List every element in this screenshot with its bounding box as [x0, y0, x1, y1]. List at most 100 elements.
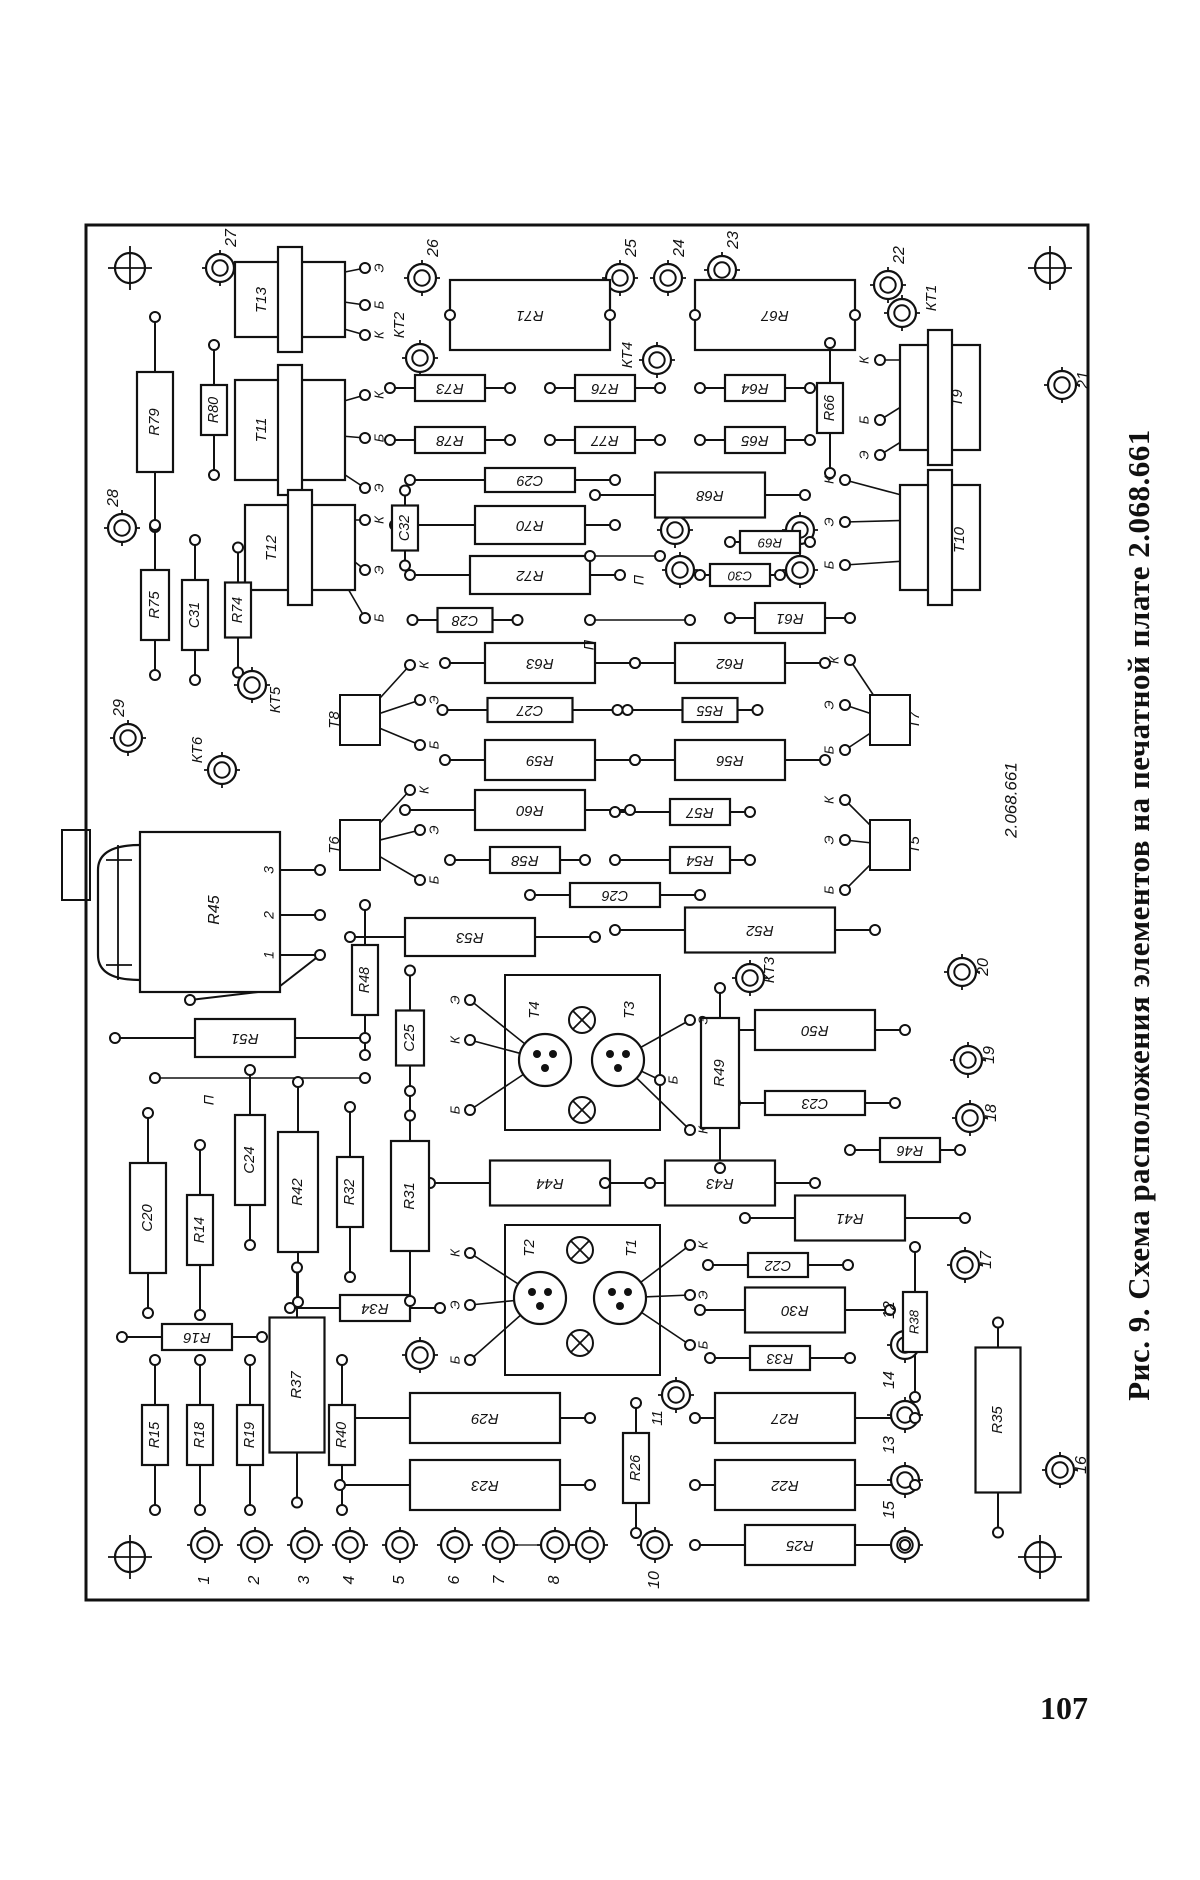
transistor-label: Т5 — [906, 836, 923, 854]
resistor-body — [139, 568, 171, 642]
solder-pad — [614, 569, 626, 581]
pin-number: 10 — [646, 1571, 663, 1589]
resistor-label: R38 — [906, 1309, 921, 1334]
solder-pad — [839, 884, 851, 896]
transistor-label: Т11 — [253, 418, 270, 443]
screw-hole — [568, 1006, 596, 1034]
transistor-label: Т8 — [326, 711, 343, 729]
lead-label: К — [371, 390, 386, 399]
resistor-body — [185, 1193, 215, 1267]
resistor-label: R44 — [536, 1175, 564, 1192]
resistor-body — [753, 601, 827, 635]
lead-label: Б — [856, 415, 871, 424]
terminal-pin-inner — [546, 1536, 564, 1554]
solder-pad — [629, 754, 641, 766]
solder-pad — [244, 1064, 256, 1076]
solder-pad — [874, 414, 886, 426]
resistor-label: R18 — [192, 1422, 208, 1448]
solder-pad — [404, 659, 416, 671]
transistor-label: Т4 — [526, 1001, 543, 1019]
terminal-pin-inner — [648, 351, 666, 369]
solder-pad — [208, 339, 220, 351]
resistor-label: R55 — [696, 702, 723, 718]
lead-label: К — [821, 475, 836, 484]
transistor-can — [512, 1270, 568, 1326]
pin-number: 1 — [196, 1576, 213, 1585]
resistor-body — [488, 1159, 612, 1207]
terminal-pin-inner — [581, 1536, 599, 1554]
solder-pad — [194, 1504, 206, 1516]
solder-pad — [344, 1101, 356, 1113]
pin-number: 15 — [881, 1501, 898, 1519]
trace-line — [572, 1100, 592, 1120]
capacitor-label: C28 — [452, 612, 478, 628]
transistor-lead — [606, 1050, 614, 1058]
capacitor-body — [486, 696, 574, 724]
terminal-pin-inner — [196, 1536, 214, 1554]
lead-label: Э — [447, 1300, 462, 1309]
terminal-pin-inner — [666, 521, 684, 539]
solder-pad — [714, 1162, 726, 1174]
terminal-pin-inner — [956, 1256, 974, 1274]
resistor-body — [408, 1391, 562, 1445]
solder-pad — [524, 889, 536, 901]
resistor-label: R27 — [771, 1410, 799, 1427]
resistor-label: R80 — [206, 397, 222, 423]
solder-pad — [611, 704, 624, 716]
resistor-body — [573, 373, 637, 403]
resistor-label: R29 — [471, 1410, 499, 1427]
terminal-pin-inner — [213, 761, 231, 779]
pin-number: 29 — [111, 699, 128, 718]
solder-pad — [954, 1144, 966, 1156]
solder-pad — [684, 1014, 696, 1026]
solder-pad — [149, 669, 161, 681]
solder-pad — [109, 1032, 121, 1044]
resistor-body — [753, 1008, 877, 1052]
capacitor-label: C30 — [727, 569, 752, 584]
resistor-body — [140, 1403, 170, 1467]
terminal-pin-inner — [1051, 1461, 1069, 1479]
lead-label: К — [826, 655, 841, 664]
transistor-lead — [544, 1288, 552, 1296]
control-point-label: КТ1 — [923, 285, 940, 311]
transistor-label: Т12 — [263, 534, 280, 561]
solder-pad — [464, 1034, 476, 1046]
solder-pad — [899, 1024, 911, 1036]
resistor-label: R46 — [897, 1142, 923, 1158]
resistor-body — [683, 906, 837, 954]
jumper-label: П — [201, 1094, 217, 1105]
solder-pad — [842, 1259, 854, 1271]
figure-caption: Рис. 9. Схема расположения элементов на … — [1121, 429, 1156, 1401]
resistor-label: R57 — [686, 804, 714, 821]
solder-pad — [149, 311, 161, 323]
solder-pad — [464, 1354, 476, 1366]
solder-pad — [684, 1124, 696, 1136]
lead-label: К — [695, 1125, 710, 1134]
potentiometer-shaft-housing — [96, 843, 141, 982]
transistor-can — [517, 1032, 573, 1088]
solder-pad — [359, 1032, 371, 1044]
control-point-label: КТ5 — [267, 686, 284, 713]
solder-pad — [609, 519, 621, 531]
solder-pad — [414, 874, 426, 886]
solder-pad — [511, 614, 524, 626]
solder-pad — [504, 434, 516, 446]
capacitor-body — [180, 578, 210, 652]
terminal-pin-inner — [961, 1109, 979, 1127]
resistor-label: R77 — [591, 432, 619, 449]
solder-pad — [384, 434, 396, 446]
capacitor-label: C24 — [241, 1146, 258, 1174]
resistor-label: R70 — [516, 517, 544, 534]
solder-pad — [414, 694, 426, 706]
transistor-mount-T1-T2 — [504, 1224, 661, 1376]
terminal-number: 2 — [261, 911, 277, 920]
solder-pad — [439, 657, 451, 669]
solder-pad — [839, 516, 851, 528]
lead-label: К — [416, 660, 431, 669]
mounting-hole — [1033, 251, 1067, 285]
solder-pad — [589, 489, 601, 501]
power-transistor-flange — [286, 488, 314, 607]
solder-pad — [464, 994, 476, 1006]
solder-pad — [334, 1479, 346, 1491]
solder-pad — [142, 1107, 154, 1119]
